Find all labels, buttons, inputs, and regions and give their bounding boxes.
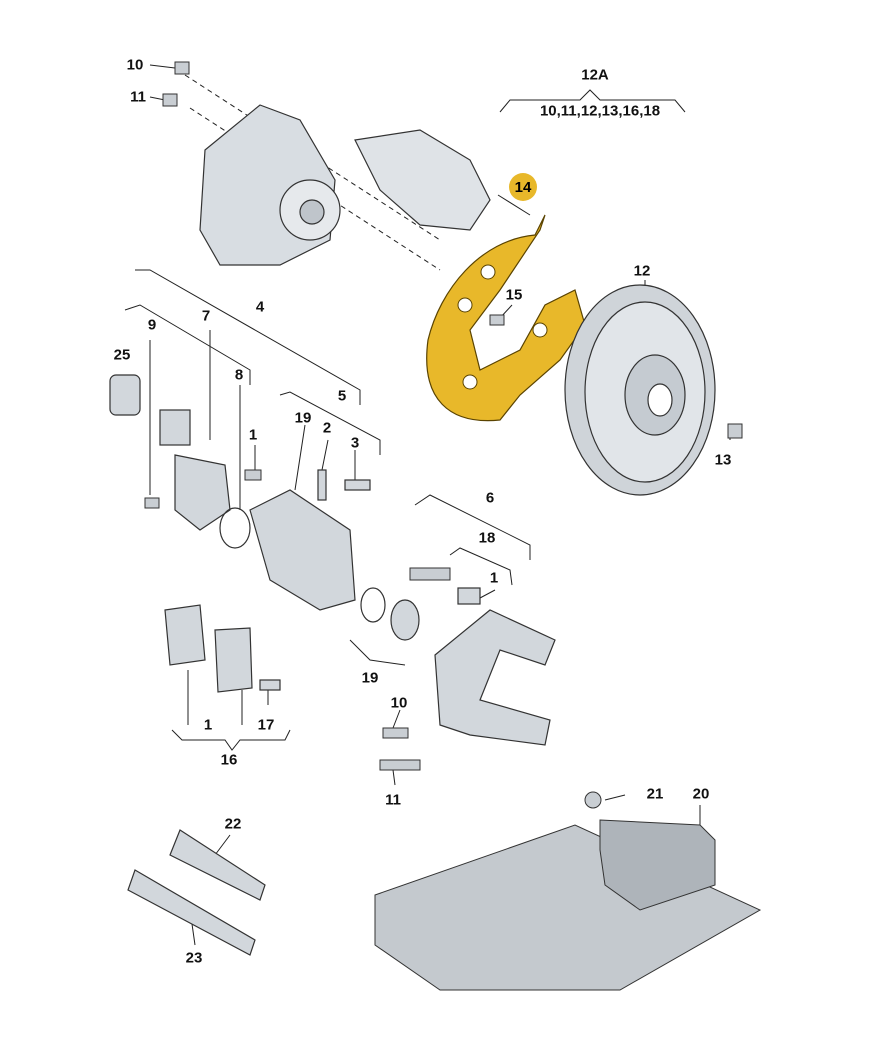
bolt-1 bbox=[244, 469, 262, 481]
callout-2[interactable]: 2 bbox=[322, 419, 332, 437]
bleed-valve-2 bbox=[317, 469, 327, 501]
screw-15 bbox=[489, 314, 505, 326]
bush-18 bbox=[457, 587, 481, 605]
grease-tube-22 bbox=[169, 829, 266, 901]
bleed-screw-3 bbox=[344, 479, 371, 491]
callout-3[interactable]: 3 bbox=[350, 434, 360, 452]
bracket-6 bbox=[414, 494, 531, 560]
bracket-4 bbox=[135, 269, 361, 405]
brake-caliper-upper bbox=[354, 129, 491, 231]
callout-11-lower[interactable]: 11 bbox=[385, 791, 401, 809]
brake-shield bbox=[426, 214, 586, 422]
callout-21[interactable]: 21 bbox=[646, 785, 664, 803]
bracket-18 bbox=[449, 547, 513, 586]
seal-19 bbox=[360, 587, 386, 623]
bracket-7 bbox=[124, 304, 251, 385]
callout-18[interactable]: 18 bbox=[478, 529, 496, 547]
callout-17[interactable]: 17 bbox=[257, 716, 275, 734]
spring-17 bbox=[259, 679, 281, 691]
callout-12[interactable]: 12 bbox=[633, 262, 651, 280]
seal-ring-8 bbox=[219, 507, 251, 549]
callout-8[interactable]: 8 bbox=[234, 366, 244, 384]
callout-15[interactable]: 15 bbox=[505, 286, 523, 304]
dust-boot-19 bbox=[390, 599, 420, 641]
screw-11 bbox=[162, 93, 178, 107]
callout-20[interactable]: 20 bbox=[692, 785, 710, 803]
group-12A-contents: 10,11,12,13,16,18 bbox=[539, 102, 661, 120]
brake-pad-b bbox=[214, 627, 253, 693]
callout-13[interactable]: 13 bbox=[714, 451, 732, 469]
callout-10[interactable]: 10 bbox=[126, 56, 144, 74]
screw-13 bbox=[727, 423, 743, 439]
bracket-16 bbox=[171, 729, 291, 751]
bolt-11 bbox=[379, 759, 421, 771]
brake-carrier bbox=[434, 609, 556, 746]
callout-11[interactable]: 11 bbox=[130, 88, 146, 106]
nut-21 bbox=[584, 791, 602, 809]
callout-25[interactable]: 25 bbox=[113, 346, 131, 364]
callout-22[interactable]: 22 bbox=[224, 815, 242, 833]
bracket-5 bbox=[279, 391, 381, 455]
connector-7 bbox=[159, 409, 191, 446]
brake-disc bbox=[564, 284, 716, 496]
brake-pad-a bbox=[164, 604, 206, 666]
callout-5[interactable]: 5 bbox=[337, 387, 347, 405]
cap-25 bbox=[109, 374, 141, 416]
callout-4[interactable]: 4 bbox=[255, 298, 265, 316]
callout-1-bush[interactable]: 1 bbox=[489, 569, 499, 587]
callout-10-lower[interactable]: 10 bbox=[390, 694, 408, 712]
callout-1-bolt[interactable]: 1 bbox=[248, 426, 258, 444]
callout-9[interactable]: 9 bbox=[147, 316, 157, 334]
screw-9 bbox=[144, 497, 160, 509]
bracket-12A bbox=[499, 89, 686, 113]
bracket-19b bbox=[349, 639, 406, 666]
callout-14-highlighted[interactable]: 14 bbox=[509, 173, 537, 201]
bolt-10 bbox=[382, 727, 409, 739]
grease-tube-23 bbox=[127, 869, 256, 956]
guide-bolt bbox=[409, 567, 451, 581]
callout-23[interactable]: 23 bbox=[185, 949, 203, 967]
callout-19-top[interactable]: 19 bbox=[294, 409, 312, 427]
callout-19-bottom[interactable]: 19 bbox=[361, 669, 379, 687]
group-12A-label: 12A bbox=[581, 66, 609, 84]
screw-10 bbox=[174, 61, 190, 75]
callout-7[interactable]: 7 bbox=[201, 307, 211, 325]
callout-6[interactable]: 6 bbox=[485, 489, 495, 507]
wheel-hub bbox=[199, 104, 341, 266]
actuator-motor bbox=[174, 454, 231, 531]
control-unit-20 bbox=[599, 819, 716, 911]
callout-16[interactable]: 16 bbox=[220, 751, 238, 769]
callout-1-pads[interactable]: 1 bbox=[203, 716, 213, 734]
caliper-housing bbox=[249, 489, 356, 611]
